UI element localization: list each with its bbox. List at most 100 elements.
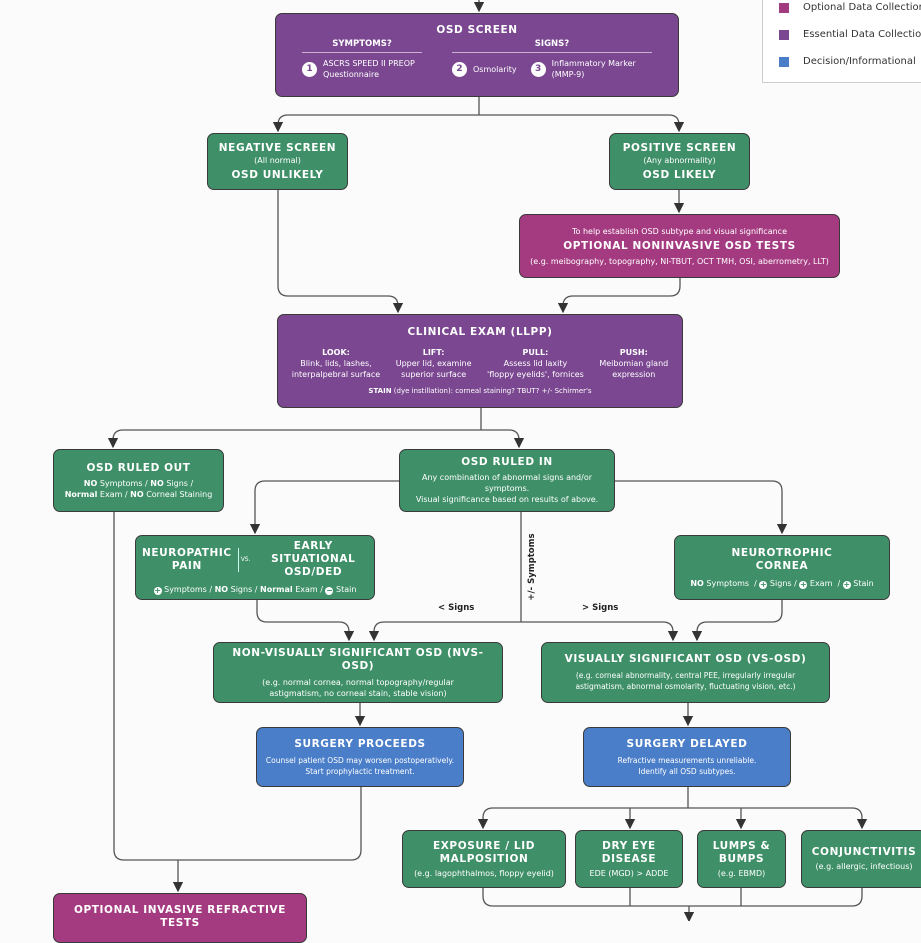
osd-screen-box: OSD SCREEN SYMPTOMS? 1 ASCRS SPEED II PRE…: [275, 13, 679, 97]
number-badge: 1: [302, 61, 317, 77]
box-title: BUMPS: [718, 852, 765, 865]
box-title: NON-VISUALLY SIGNIFICANT OSD (NVS-OSD): [232, 646, 484, 672]
text: Symptoms /: [703, 578, 760, 588]
more-signs-label: > Signs: [582, 603, 619, 613]
legend-label: Optional Data Collection: [803, 2, 921, 13]
text: Stain: [333, 585, 357, 594]
box-result: OSD LIKELY: [642, 168, 717, 181]
osd-ruled-in-box: OSD RULED IN Any combination of abnormal…: [399, 449, 615, 512]
item-text: Inflammatory Marker: [551, 59, 636, 68]
box-text: Refractive measurements unreliable.: [617, 755, 757, 765]
box-title: EXPOSURE / LID: [432, 839, 536, 852]
vs-osd-box: VISUALLY SIGNIFICANT OSD (VS-OSD) (e.g. …: [541, 642, 830, 703]
stain-label: STAIN: [368, 386, 392, 395]
box-title: LUMPS &: [712, 839, 771, 852]
col-text: interpalpebral surface: [291, 369, 381, 379]
box-title: DISEASE: [601, 852, 657, 865]
box-text: Any combination of abnormal signs and/or…: [421, 473, 593, 493]
text: Signs /: [767, 578, 800, 588]
box-text: (e.g. allergic, infectious): [815, 862, 913, 871]
box-text: (e.g. lagophthalmos, floppy eyelid): [414, 868, 554, 878]
vs-separator: VS.: [237, 547, 253, 572]
title-left: NEUROPATHIC: [142, 546, 232, 559]
text-bold: NO: [150, 478, 164, 488]
legend-item-essential: Essential Data Collection: [779, 29, 921, 40]
box-examples: (e.g. meibography, topography, NI-TBUT, …: [530, 256, 829, 266]
text: Exam /: [807, 578, 843, 588]
symptoms-label: +/- Symptoms: [527, 533, 537, 601]
box-text: Counsel patient OSD may worsen postopera…: [265, 755, 455, 765]
text-bold: NO: [130, 489, 144, 499]
text-bold: NO: [214, 585, 229, 594]
item-text: Questionnaire: [323, 70, 380, 79]
box-title: NEGATIVE SCREEN: [218, 141, 337, 154]
negative-screen-box: NEGATIVE SCREEN (All normal) OSD UNLIKEL…: [207, 133, 348, 190]
box-intro: To help establish OSD subtype and visual…: [572, 226, 787, 236]
text: Signs /: [163, 478, 194, 488]
col-text: expression: [612, 369, 656, 379]
item-text: Osmolarity: [473, 64, 517, 74]
surgery-proceeds-box: SURGERY PROCEEDS Counsel patient OSD may…: [256, 727, 464, 787]
subtype-conjunctivitis-box: CONJUNCTIVITIS (e.g. allergic, infectiou…: [801, 830, 921, 888]
subtype-lumps-bumps-box: LUMPS &BUMPS (e.g. EBMD): [697, 830, 786, 888]
text: Corneal Staining: [143, 489, 213, 499]
box-text: Identify all OSD subtypes.: [638, 766, 736, 776]
box-text: Start prophylactic treatment.: [305, 766, 415, 776]
legend-item-optional: Optional Data Collection: [779, 2, 921, 13]
number-badge: 3: [530, 61, 546, 77]
box-title: OSD RULED OUT: [86, 461, 191, 474]
col-header: PUSH:: [619, 347, 648, 357]
text: Stain: [850, 578, 874, 588]
text-bold: Normal: [64, 489, 98, 499]
box-subtitle: (All normal): [254, 155, 301, 165]
text: Symptoms /: [97, 478, 151, 488]
exam-look: LOOK:Blink, lids, lashes,interpalpebral …: [292, 347, 380, 380]
text: Exam /: [97, 489, 131, 499]
legend-label: Essential Data Collection: [803, 29, 921, 40]
box-text: Visual significance based on results of …: [415, 495, 599, 504]
col-text: superior surface: [401, 369, 467, 379]
col-text: Blink, lids, lashes,: [300, 358, 372, 368]
box-title: SURGERY PROCEEDS: [294, 737, 426, 750]
neurotrophic-cornea-box: NEUROTROPHIC CORNEA NO Symptoms / + Sign…: [674, 535, 890, 600]
item-text: ASCRS SPEED II PREOP: [323, 59, 415, 68]
legend-item-decision: Decision/Informational: [779, 56, 916, 67]
col-text: Meibomian gland: [599, 358, 669, 368]
symptoms-header: SYMPTOMS?: [302, 39, 422, 53]
text: Symptoms /: [161, 585, 215, 594]
text-bold: NO: [83, 478, 98, 488]
box-title: OSD SCREEN: [436, 24, 518, 36]
box-text: EDE (MGD) > ADDE: [589, 868, 669, 878]
box-title: OPTIONAL NONINVASIVE OSD TESTS: [563, 239, 796, 252]
box-subtitle: (Any abnormality): [643, 155, 716, 165]
minus-circle-icon: −: [325, 586, 334, 595]
osd-ruled-out-box: OSD RULED OUT NO Symptoms / NO Signs / N…: [53, 449, 224, 512]
plus-circle-icon: +: [799, 579, 808, 589]
positive-screen-box: POSITIVE SCREEN (Any abnormality) OSD LI…: [609, 133, 750, 190]
col-header: LOOK:: [322, 347, 350, 357]
box-title: DRY EYE: [602, 839, 656, 852]
text-bold: Normal: [260, 585, 293, 594]
optional-invasive-tests-box: OPTIONAL INVASIVE REFRACTIVE TESTS: [53, 893, 307, 943]
plus-circle-icon: +: [153, 586, 162, 595]
item-text: (MMP-9): [551, 70, 585, 79]
text: Signs /: [228, 585, 261, 594]
box-title: CORNEA: [755, 559, 809, 572]
signs-header: SIGNS?: [452, 39, 652, 53]
box-title: MALPOSITION: [439, 852, 529, 865]
col-header: LIFT:: [422, 347, 445, 357]
title-right: EARLY SITUATIONAL: [271, 540, 356, 565]
surgery-delayed-box: SURGERY DELAYED Refractive measurements …: [583, 727, 791, 787]
legend-label: Decision/Informational: [803, 56, 916, 67]
box-text: astigmatism, abnormal osmolarity, fluctu…: [575, 682, 796, 691]
col-header: PULL:: [522, 347, 549, 357]
text-bold: NO: [690, 578, 704, 588]
nvs-osd-box: NON-VISUALLY SIGNIFICANT OSD (NVS-OSD) (…: [213, 642, 503, 703]
box-title: SURGERY DELAYED: [626, 737, 748, 750]
box-title: OSD RULED IN: [461, 456, 553, 468]
box-title: CLINICAL EXAM (LLPP): [407, 325, 553, 338]
less-signs-label: < Signs: [438, 603, 475, 613]
